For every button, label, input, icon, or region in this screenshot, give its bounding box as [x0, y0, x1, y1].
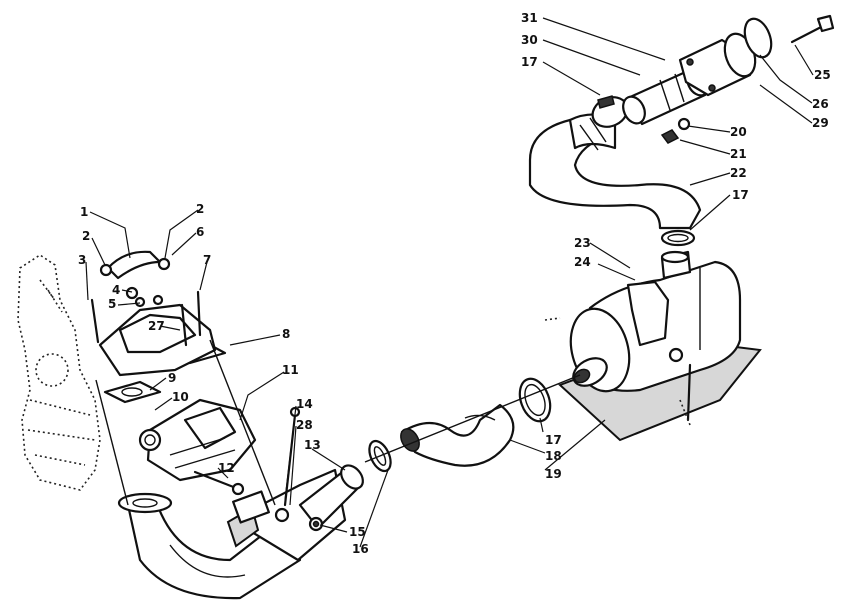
callout-7: 7: [203, 253, 211, 267]
callout-1: 1: [80, 205, 88, 219]
callout-25: 25: [814, 68, 831, 82]
callout-17-upper: 17: [732, 188, 749, 202]
callout-26: 26: [812, 97, 829, 111]
muffler-19: [558, 260, 762, 442]
callout-2a: 2: [82, 229, 90, 243]
callout-17-mid: 17: [545, 433, 562, 447]
exhaust-manifold: [138, 398, 257, 482]
clamp-17-upper: [660, 229, 696, 247]
leader-lines: [85, 17, 814, 548]
assembly-guide-lines: [95, 339, 276, 506]
callout-29: 29: [812, 116, 829, 130]
clamp-17-top: [591, 95, 629, 128]
callout-3: 3: [78, 253, 86, 267]
callout-16: 16: [352, 542, 369, 556]
callout-12: 12: [218, 461, 235, 475]
callout-28: 28: [296, 418, 313, 432]
callout-4: 4: [112, 283, 120, 297]
hose-1: [99, 250, 171, 280]
callout-15: 15: [349, 525, 366, 539]
callout-10: 10: [172, 390, 189, 404]
callout-31: 31: [521, 11, 538, 25]
nut-21: [660, 117, 691, 144]
clamp-17-mid: [518, 377, 552, 423]
callout-14: 14: [296, 397, 313, 411]
callout-19: 19: [545, 467, 562, 481]
engine-block-outline: [17, 254, 101, 491]
callout-27: 27: [148, 319, 165, 333]
callout-21: 21: [730, 147, 747, 161]
bent-pipe-22: [528, 113, 702, 230]
exhaust-adapter-upper: [98, 303, 217, 377]
callout-17-top: 17: [521, 55, 538, 69]
callout-6: 6: [196, 225, 204, 239]
callout-24: 24: [574, 255, 591, 269]
flex-coupler-18: [400, 403, 515, 467]
callout-9: 9: [168, 371, 176, 385]
callout-8: 8: [282, 327, 290, 341]
callout-20: 20: [730, 125, 747, 139]
bolt-25: [790, 14, 835, 44]
callout-30: 30: [521, 33, 538, 47]
callouts: 1 2 2 3 4 5 6 7 8 9 10 11 12 13 14 15 16…: [78, 11, 831, 556]
callout-2b: 2: [196, 202, 204, 216]
bolt-12: [193, 470, 245, 496]
springs-lower: [274, 507, 324, 532]
callout-11: 11: [282, 363, 299, 377]
callout-5: 5: [108, 297, 116, 311]
alignment-line-mid: [364, 317, 691, 463]
exhaust-cone: [298, 464, 364, 530]
callout-23: 23: [574, 236, 591, 250]
callout-18: 18: [545, 449, 562, 463]
studs-upper: [90, 286, 202, 347]
muffler-inlet: [660, 250, 692, 280]
flange-26: [678, 17, 773, 97]
callout-13: 13: [304, 438, 321, 452]
callout-22: 22: [730, 166, 747, 180]
